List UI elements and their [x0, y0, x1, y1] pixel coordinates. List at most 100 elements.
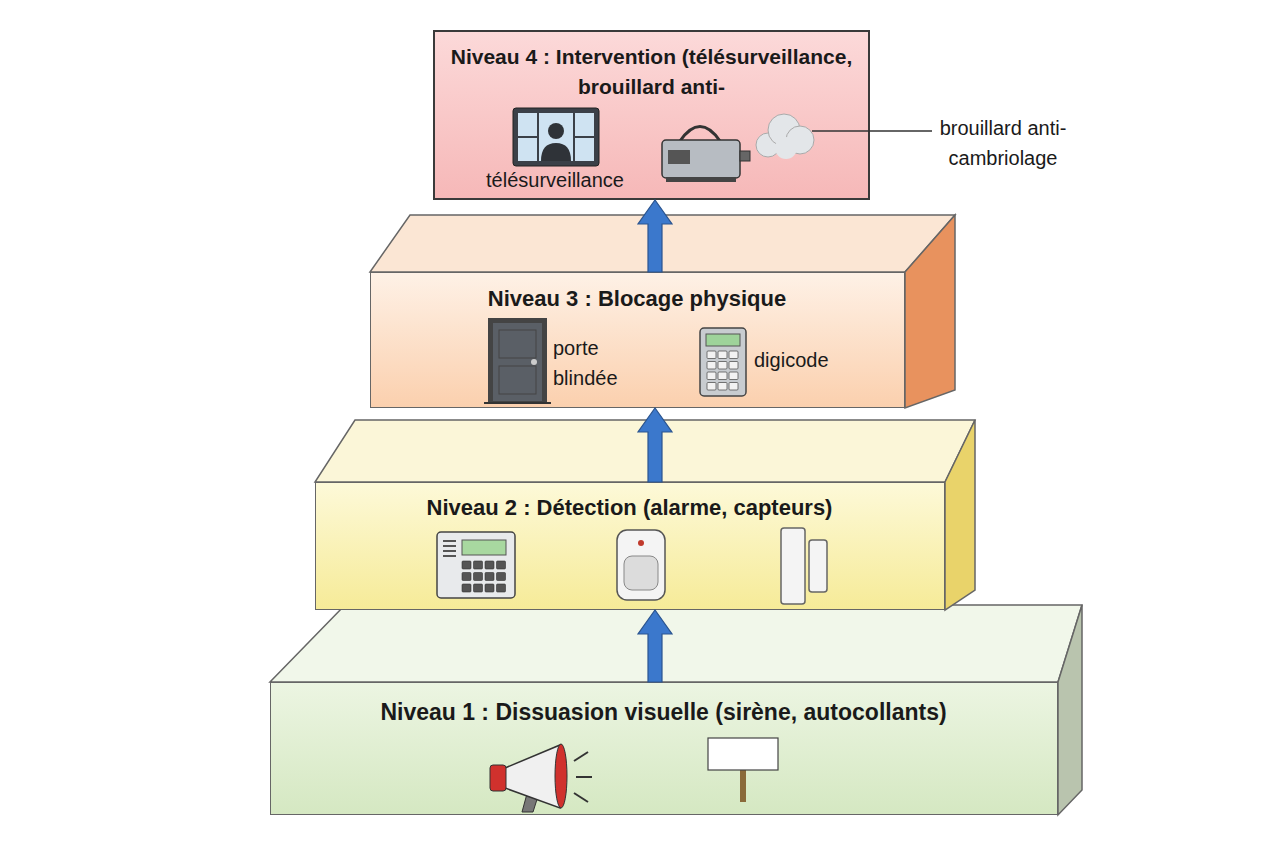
keypad-screen: [706, 334, 740, 346]
slab-top-face: [315, 420, 975, 482]
slab-side-face: [945, 420, 975, 610]
machine-body: [662, 140, 740, 178]
keypad-icon: [700, 328, 746, 396]
panel-key: [462, 561, 471, 569]
keypad-key: [718, 362, 727, 370]
sound-line: [576, 776, 592, 778]
level-heading: Niveau 3 : Blocage physique: [371, 285, 903, 313]
keypad-key: [707, 372, 716, 380]
panel-key: [474, 584, 483, 592]
speaker-grille: [443, 550, 456, 552]
fog-cloud: [768, 114, 800, 146]
fog-cloud: [786, 126, 814, 154]
sign-board: [708, 738, 778, 770]
keypad-keys: [707, 351, 738, 390]
machine-base: [666, 177, 736, 182]
speaker-grille: [443, 545, 456, 547]
panel-screen: [462, 540, 506, 555]
fog-cloud: [775, 137, 797, 159]
detection-level: Niveau 2 : Détection (alarme, capteurs): [315, 482, 945, 610]
screen-divider: [574, 136, 594, 138]
operator-body: [541, 143, 571, 161]
up-arrow: [638, 610, 672, 682]
door-floor: [484, 402, 551, 404]
sound-line: [574, 793, 588, 802]
slab-top-face: [370, 215, 955, 272]
sensor-led: [638, 540, 644, 546]
keypad-key: [729, 372, 738, 380]
icon-caption: télésurveillance: [475, 168, 635, 192]
keypad-key: [707, 383, 716, 391]
up-arrow: [638, 408, 672, 482]
door-leaf: [493, 323, 542, 401]
armored-door-icon: [484, 318, 551, 403]
panel-key: [474, 573, 483, 581]
alarm-panel-icon: [437, 532, 515, 598]
door-frame: [488, 318, 547, 403]
keypad-key: [729, 351, 738, 359]
contact-part: [781, 528, 805, 604]
panel-key: [497, 573, 506, 581]
keypad-key: [729, 383, 738, 391]
sensor-body: [617, 530, 665, 600]
leader-line: [812, 130, 932, 132]
icon-caption: porte blindée: [553, 333, 635, 393]
machine-handle: [680, 127, 720, 142]
panel-key: [462, 584, 471, 592]
panel-key: [485, 584, 494, 592]
megaphone-horn: [505, 745, 560, 808]
keypad-key: [718, 351, 727, 359]
keypad-key: [718, 383, 727, 391]
monitor-icon: [513, 108, 599, 166]
level-heading: Niveau 4 : Intervention (télésurveillanc…: [435, 42, 868, 102]
keypad-key: [718, 372, 727, 380]
keypad-body: [700, 328, 746, 396]
panel-key: [497, 561, 506, 569]
level-heading: Niveau 2 : Détection (alarme, capteurs): [316, 494, 943, 522]
slab-side-face: [905, 215, 955, 408]
sign-text: Sirène autocollants: [708, 740, 778, 766]
icon-caption: digicode: [754, 347, 874, 373]
fog-machine-icon: [662, 114, 814, 182]
panel-keys: [462, 561, 506, 592]
panel-key: [497, 584, 506, 592]
motion-sensor-icon: [617, 530, 665, 600]
megaphone-rim: [555, 744, 567, 808]
speaker-grille: [443, 555, 456, 557]
deterrence-level: Niveau 1 : Dissuasion visuelle (sirène, …: [270, 682, 1058, 815]
monitor-screen: [518, 113, 594, 161]
panel-body: [437, 532, 515, 598]
callout-label: brouillard anti-cambriolage: [903, 113, 1103, 173]
blocking-level: Niveau 3 : Blocage physique porte blindée…: [370, 272, 905, 408]
door-contact-icon: [781, 528, 827, 604]
slab-side-face: [1058, 605, 1082, 815]
sign-post: [740, 770, 746, 802]
sound-line: [574, 752, 588, 761]
megaphone-back: [490, 765, 506, 791]
keypad-key: [707, 362, 716, 370]
door-panel: [499, 366, 536, 394]
panel-key: [485, 561, 494, 569]
machine-nozzle: [740, 151, 750, 161]
screen-divider: [573, 113, 575, 161]
machine-panel: [668, 150, 690, 164]
screen-divider: [518, 136, 538, 138]
contact-part: [809, 540, 827, 592]
panel-key: [485, 573, 494, 581]
megaphone-handle: [522, 790, 539, 812]
panel-key: [462, 573, 471, 581]
megaphone-icon: [490, 744, 592, 812]
level-heading: Niveau 1 : Dissuasion visuelle (sirène, …: [271, 697, 1056, 727]
sensor-lens: [624, 556, 658, 590]
fog-cloud: [756, 133, 780, 157]
monitor-frame: [513, 108, 599, 166]
door-panel: [499, 330, 536, 358]
slab-top-face: [270, 605, 1082, 682]
keypad-key: [729, 362, 738, 370]
keypad-key: [707, 351, 716, 359]
speaker-grille: [443, 540, 456, 542]
intervention-level: Niveau 4 : Intervention (télésurveillanc…: [433, 30, 870, 200]
screen-divider: [537, 113, 539, 161]
